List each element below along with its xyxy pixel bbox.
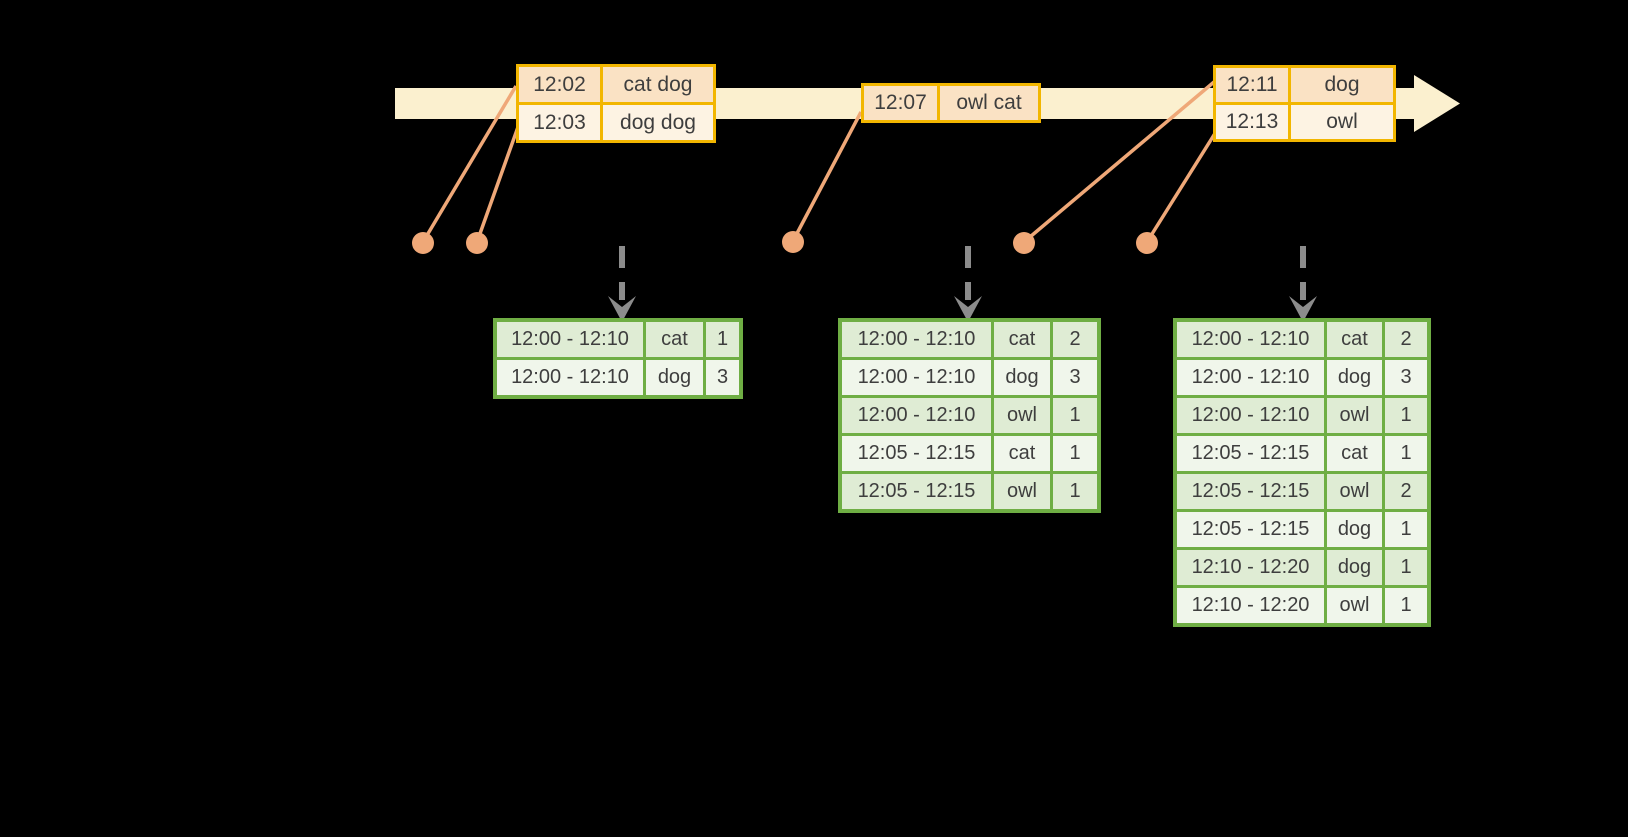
count-cell: 3 bbox=[1053, 360, 1097, 395]
count-cell: 1 bbox=[1053, 474, 1097, 509]
event-dot-12-03 bbox=[466, 232, 488, 254]
word-cell: cat bbox=[994, 322, 1050, 357]
count-cell: 1 bbox=[1385, 512, 1427, 547]
event-time: 12:07 bbox=[864, 86, 937, 120]
window-cell: 12:10 - 12:20 bbox=[1177, 588, 1324, 623]
count-cell: 3 bbox=[1385, 360, 1427, 395]
connector-line-12-03 bbox=[475, 126, 520, 243]
word-cell: owl bbox=[994, 398, 1050, 433]
word-cell: cat bbox=[994, 436, 1050, 471]
result-table-3: 12:00 - 12:10 cat 2 12:00 - 12:10 dog 3 … bbox=[1173, 318, 1431, 627]
event-connector-lines bbox=[421, 80, 1221, 244]
count-cell: 2 bbox=[1385, 322, 1427, 357]
event-words: owl cat bbox=[940, 86, 1038, 120]
event-time: 12:11 bbox=[1216, 68, 1288, 102]
window-cell: 12:05 - 12:15 bbox=[1177, 512, 1324, 547]
word-cell: owl bbox=[1327, 474, 1382, 509]
count-cell: 1 bbox=[1385, 398, 1427, 433]
trigger-arrow-head-icon-2 bbox=[954, 296, 982, 322]
event-dot-12-13 bbox=[1136, 232, 1158, 254]
result-table-1: 12:00 - 12:10 cat 1 12:00 - 12:10 dog 3 bbox=[493, 318, 743, 399]
window-cell: 12:00 - 12:10 bbox=[497, 322, 643, 357]
word-cell: owl bbox=[994, 474, 1050, 509]
word-cell: owl bbox=[1327, 398, 1382, 433]
count-cell: 1 bbox=[1385, 588, 1427, 623]
window-cell: 12:05 - 12:15 bbox=[1177, 474, 1324, 509]
count-cell: 3 bbox=[706, 360, 739, 395]
trigger-arrow-head-icon-3 bbox=[1289, 296, 1317, 322]
event-box-2: 12:07 owl cat bbox=[861, 83, 1041, 123]
event-words: owl bbox=[1291, 105, 1393, 139]
event-words: dog bbox=[1291, 68, 1393, 102]
window-cell: 12:00 - 12:10 bbox=[497, 360, 643, 395]
connector-line-12-02 bbox=[421, 85, 518, 243]
word-cell: dog bbox=[1327, 550, 1382, 585]
window-cell: 12:00 - 12:10 bbox=[842, 322, 991, 357]
window-cell: 12:05 - 12:15 bbox=[842, 436, 991, 471]
word-cell: cat bbox=[1327, 322, 1382, 357]
word-cell: dog bbox=[646, 360, 703, 395]
count-cell: 2 bbox=[1053, 322, 1097, 357]
count-cell: 1 bbox=[1385, 550, 1427, 585]
window-cell: 12:00 - 12:10 bbox=[842, 398, 991, 433]
count-cell: 1 bbox=[1053, 398, 1097, 433]
word-cell: owl bbox=[1327, 588, 1382, 623]
event-box-3: 12:11 dog 12:13 owl bbox=[1213, 65, 1396, 142]
event-box-1: 12:02 cat dog 12:03 dog dog bbox=[516, 64, 716, 143]
word-cell: dog bbox=[1327, 512, 1382, 547]
trigger-arrow-head-icon-1 bbox=[608, 296, 636, 322]
connector-line-12-11 bbox=[1022, 80, 1216, 244]
event-dot-12-11 bbox=[1013, 232, 1035, 254]
event-dots bbox=[412, 231, 1158, 254]
count-cell: 1 bbox=[1053, 436, 1097, 471]
count-cell: 2 bbox=[1385, 474, 1427, 509]
event-time-axis-arrowhead-icon bbox=[1414, 75, 1460, 132]
window-cell: 12:05 - 12:15 bbox=[1177, 436, 1324, 471]
window-cell: 12:00 - 12:10 bbox=[1177, 322, 1324, 357]
event-words: cat dog bbox=[603, 67, 713, 102]
word-cell: cat bbox=[1327, 436, 1382, 471]
word-cell: dog bbox=[994, 360, 1050, 395]
window-cell: 12:00 - 12:10 bbox=[1177, 398, 1324, 433]
result-table-2: 12:00 - 12:10 cat 2 12:00 - 12:10 dog 3 … bbox=[838, 318, 1101, 513]
window-cell: 12:05 - 12:15 bbox=[842, 474, 991, 509]
count-cell: 1 bbox=[706, 322, 739, 357]
word-cell: dog bbox=[1327, 360, 1382, 395]
count-cell: 1 bbox=[1385, 436, 1427, 471]
event-time: 12:13 bbox=[1216, 105, 1288, 139]
window-cell: 12:00 - 12:10 bbox=[842, 360, 991, 395]
word-cell: cat bbox=[646, 322, 703, 357]
event-words: dog dog bbox=[603, 105, 713, 140]
connector-line-12-07 bbox=[791, 111, 863, 242]
event-dot-12-02 bbox=[412, 232, 434, 254]
trigger-arrows bbox=[608, 246, 1317, 322]
window-cell: 12:00 - 12:10 bbox=[1177, 360, 1324, 395]
event-time: 12:03 bbox=[519, 105, 600, 140]
event-time: 12:02 bbox=[519, 67, 600, 102]
event-dot-12-07 bbox=[782, 231, 804, 253]
connector-line-12-13 bbox=[1145, 126, 1221, 243]
window-cell: 12:10 - 12:20 bbox=[1177, 550, 1324, 585]
